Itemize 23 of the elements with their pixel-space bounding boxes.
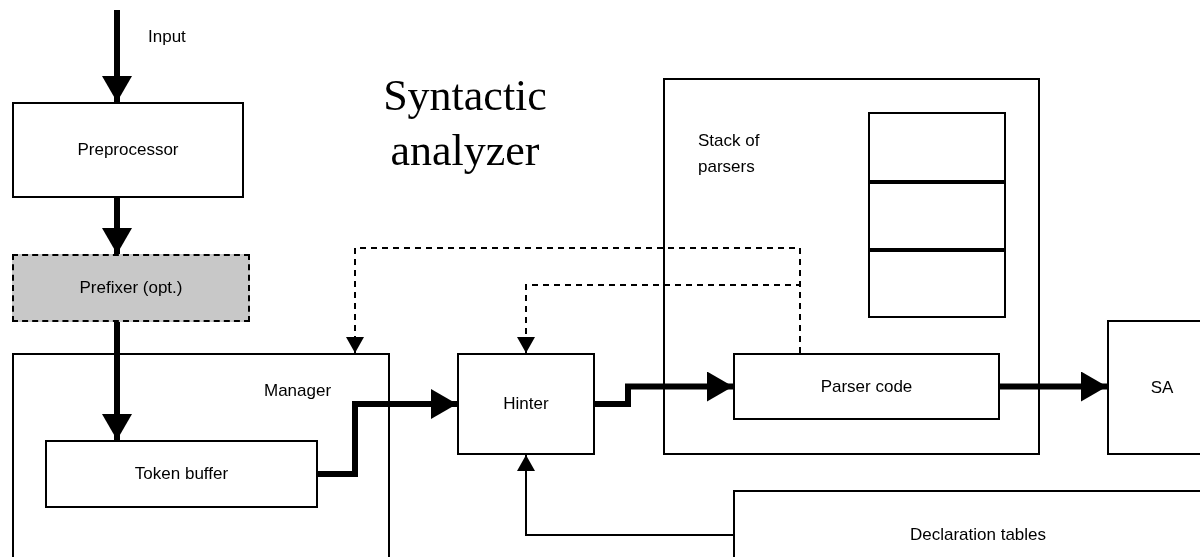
box-label: Stack of parsers (698, 130, 761, 179)
box-label: SA (1149, 377, 1175, 398)
process-box (12, 353, 390, 557)
process-box (733, 490, 1200, 557)
process-box (733, 353, 1000, 420)
stack-slot-box (868, 112, 1006, 182)
box-label: Hinter (502, 394, 550, 414)
box-label: Parser code (819, 376, 914, 397)
edge-label: Input (148, 27, 186, 47)
box-label: Prefixer (opt.) (78, 278, 184, 298)
process-box (1107, 320, 1200, 455)
process-box (45, 440, 318, 508)
process-box (663, 78, 1040, 455)
optional-process-box (12, 254, 250, 322)
box-label: Declaration tables (908, 525, 1048, 545)
process-box (457, 353, 595, 455)
box-label: Preprocessor (76, 140, 180, 160)
box-label: Manager (264, 381, 332, 401)
box-label: Token buffer (133, 464, 230, 484)
stack-slot-box (868, 182, 1006, 250)
stack-slot-box (868, 250, 1006, 318)
process-box (12, 102, 244, 198)
diagram-title: Syntactic analyzer (382, 70, 548, 177)
